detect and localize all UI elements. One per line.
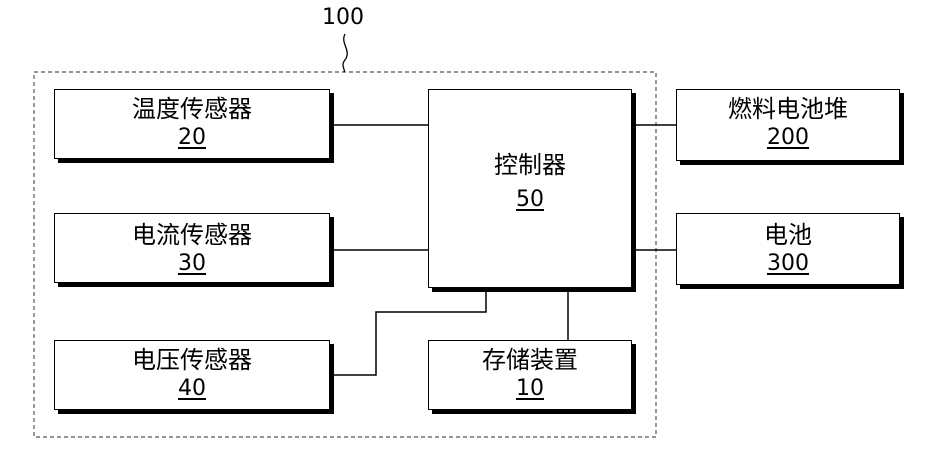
battery-name: 电池	[677, 222, 899, 248]
system-leader-line	[343, 34, 347, 72]
battery-block: 电池 300	[676, 213, 900, 285]
voltage-sensor-name: 电压传感器	[55, 347, 329, 373]
storage-device-block: 存储装置 10	[428, 340, 632, 410]
current-sensor-name: 电流传感器	[55, 222, 329, 248]
fuel-cell-stack-block: 燃料电池堆 200	[676, 89, 900, 161]
controller-block: 控制器 50	[428, 89, 632, 288]
voltage-sensor-block: 电压传感器 40	[54, 340, 330, 410]
current-sensor-number: 30	[55, 252, 329, 276]
voltage-sensor-number: 40	[55, 377, 329, 401]
temperature-sensor-block: 温度传感器 20	[54, 89, 330, 159]
battery-number: 300	[677, 252, 899, 276]
current-sensor-block: 电流传感器 30	[54, 213, 330, 283]
fuel-cell-stack-name: 燃料电池堆	[677, 96, 899, 122]
controller-number: 50	[429, 188, 631, 212]
controller-name: 控制器	[429, 152, 631, 178]
storage-device-number: 10	[429, 377, 631, 401]
fuel-cell-stack-number: 200	[677, 126, 899, 150]
temperature-sensor-number: 20	[55, 126, 329, 150]
system-label: 100	[322, 6, 364, 30]
storage-device-name: 存储装置	[429, 347, 631, 373]
temperature-sensor-name: 温度传感器	[55, 96, 329, 122]
